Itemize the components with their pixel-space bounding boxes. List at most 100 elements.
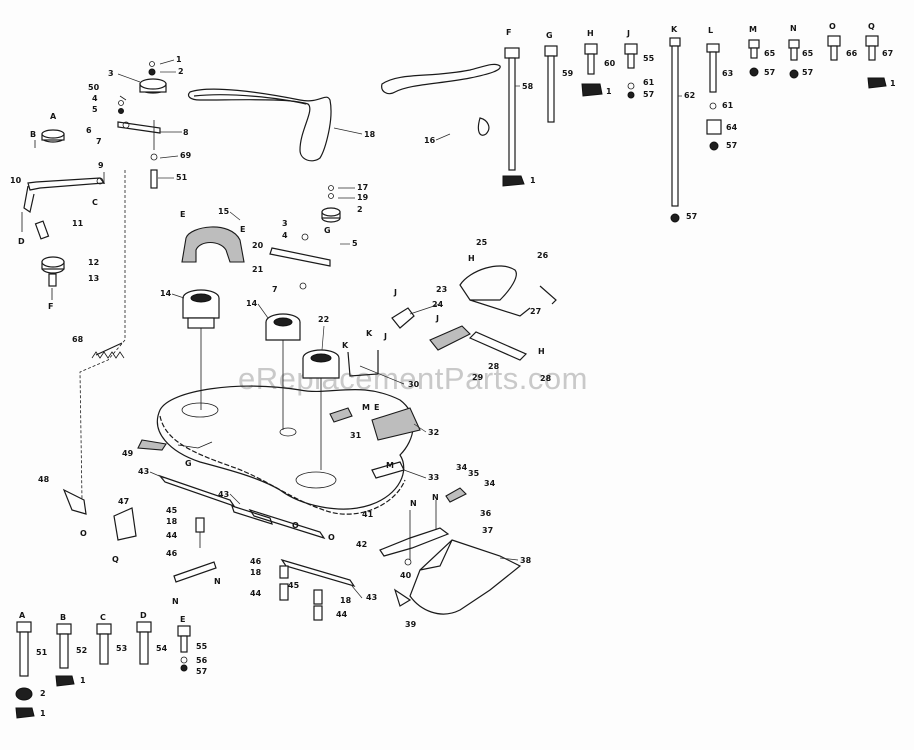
callout-61b: 61: [722, 101, 734, 110]
leader-lines: [117, 59, 682, 599]
letter-O2: O: [328, 533, 335, 542]
callout-39: 39: [405, 620, 417, 629]
letter-K: K: [671, 25, 678, 34]
callout-10: 10: [10, 176, 22, 185]
bolt-O: [827, 35, 841, 61]
callout-1c: 1: [606, 87, 612, 96]
letter-M2: M: [362, 403, 370, 412]
bolt-N: [788, 39, 800, 79]
callout-13: 13: [88, 274, 99, 283]
callout-2b: 2: [357, 205, 363, 214]
callout-14a: 14: [160, 289, 172, 298]
letter-J: J: [626, 29, 630, 38]
letter-N5: N: [172, 597, 179, 606]
letter-E2: E: [240, 225, 245, 234]
letter-D2: D: [140, 611, 147, 620]
callout-50: 50: [88, 83, 100, 92]
right-bracket-assembly: [329, 265, 557, 479]
callout-19: 19: [357, 193, 369, 202]
letter-Q2: Q: [112, 555, 119, 564]
callout-46b: 46: [250, 557, 262, 566]
callout-57c: 57: [726, 141, 737, 150]
callout-62: 62: [684, 91, 695, 100]
callout-49: 49: [122, 449, 134, 458]
callout-34b: 34: [484, 479, 496, 488]
watermark: eReplacementParts.com: [238, 361, 588, 396]
bolt-J: [624, 43, 638, 99]
callout-28a: 28: [488, 362, 500, 371]
callout-45a: 45: [166, 506, 178, 515]
callout-26: 26: [537, 251, 549, 260]
letter-D: D: [18, 237, 25, 246]
callout-65b: 65: [802, 49, 814, 58]
callout-43a: 43: [138, 467, 149, 476]
callout-29: 29: [472, 373, 484, 382]
letter-J4: J: [435, 314, 439, 323]
callout-22: 22: [318, 315, 329, 324]
letter-O4: O: [80, 529, 87, 538]
callout-34a: 34: [456, 463, 468, 472]
deck-belt: [381, 63, 501, 136]
letter-M3: M: [386, 461, 394, 470]
letter-L: L: [708, 26, 713, 35]
discharge-chute: [393, 539, 522, 615]
bolt-H: [581, 43, 603, 97]
callout-60: 60: [604, 59, 616, 68]
callout-32: 32: [428, 428, 439, 437]
callout-3b: 3: [282, 219, 288, 228]
bolt-M: [748, 39, 760, 77]
blade-adapter-right: [279, 565, 323, 621]
letter-G2: G: [546, 31, 553, 40]
bolt-F: [502, 47, 525, 187]
tension-rod: [79, 170, 126, 501]
callout-15: 15: [218, 207, 230, 216]
callout-46a: 46: [166, 549, 178, 558]
letter-F2: F: [506, 28, 511, 37]
letter-B2: B: [60, 613, 66, 622]
bolt-Q: [865, 35, 887, 89]
callout-54: 54: [156, 644, 168, 653]
callout-47: 47: [118, 497, 129, 506]
callout-48: 48: [38, 475, 50, 484]
callout-56: 56: [196, 656, 208, 665]
callout-4: 4: [92, 94, 98, 103]
callout-7: 7: [96, 137, 102, 146]
letter-K3: K: [342, 341, 349, 350]
callout-69: 69: [180, 151, 192, 160]
callout-1b: 1: [530, 176, 536, 185]
callout-59: 59: [562, 69, 574, 78]
callout-61: 61: [643, 78, 655, 87]
callout-1d: 1: [890, 79, 896, 88]
letter-M: M: [749, 25, 757, 34]
spindle-center: [265, 313, 301, 430]
callout-65: 65: [764, 49, 776, 58]
hardware-E: [177, 625, 191, 672]
callout-57d: 57: [764, 68, 775, 77]
callout-30: 30: [408, 380, 420, 389]
letter-markers: A B C D F E E G F G H J K L M N O Q H J …: [18, 22, 875, 624]
callout-27: 27: [530, 307, 541, 316]
letter-Q: Q: [868, 22, 875, 31]
callout-8: 8: [183, 128, 189, 137]
callout-44c: 44: [336, 610, 348, 619]
callout-51b: 51: [36, 648, 48, 657]
hardware-D: [136, 621, 152, 665]
blade-left: [158, 474, 273, 525]
callout-2: 2: [178, 67, 184, 76]
callout-57e: 57: [802, 68, 813, 77]
letter-H3: H: [538, 347, 545, 356]
callout-58: 58: [522, 82, 534, 91]
blade-center: [248, 508, 326, 540]
letter-K2: K: [366, 329, 373, 338]
callout-41: 41: [362, 510, 374, 519]
callout-18: 18: [364, 130, 376, 139]
letter-J2: J: [393, 288, 397, 297]
callout-14b: 14: [246, 299, 258, 308]
callout-40: 40: [400, 571, 412, 580]
callout-42: 42: [356, 540, 367, 549]
left-links: [62, 439, 167, 541]
callout-3: 3: [108, 69, 114, 78]
letter-C: C: [92, 198, 98, 207]
callout-63: 63: [722, 69, 733, 78]
